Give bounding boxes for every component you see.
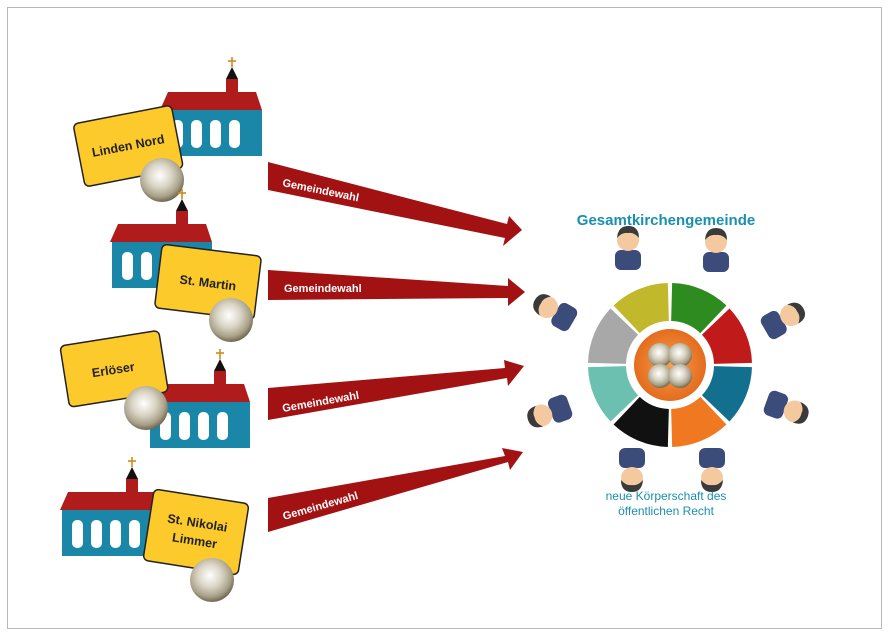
coin-icon — [668, 343, 692, 367]
arrow-icon — [268, 448, 523, 532]
arrow-icon — [268, 162, 522, 246]
community-circle — [523, 226, 813, 492]
church-st-nikolai-limmer: St. Nikolai Limmer — [59, 456, 250, 602]
coin-icon — [209, 298, 253, 342]
coin-icon — [668, 364, 692, 388]
target-title: Gesamtkirchengemeinde — [577, 212, 755, 229]
person-icon — [762, 389, 813, 429]
coin-icon — [648, 343, 672, 367]
election-arrow-2: Gemeindewahl — [268, 270, 525, 306]
target-subtitle-line2: öffentlichen Recht — [618, 504, 715, 518]
ring — [588, 283, 752, 447]
parish-name: Erlöser — [91, 360, 136, 381]
person-icon — [615, 226, 641, 270]
ring-segment — [701, 308, 752, 364]
arrow-label: Gemeindewahl — [284, 283, 362, 295]
coin-icon — [648, 364, 672, 388]
arrow-icon — [268, 360, 524, 420]
church-erloeser: Erlöser — [59, 330, 251, 449]
parish-name-line2: Limmer — [171, 530, 218, 551]
coin-icon — [124, 386, 168, 430]
ring-segment — [613, 283, 669, 334]
ring-segment — [701, 366, 752, 422]
parish-label-st-nikolai: St. Nikolai Limmer — [142, 488, 250, 576]
election-arrow-1: Gemeindewahl — [268, 162, 522, 246]
coin-icon — [190, 558, 234, 602]
person-icon — [699, 448, 725, 492]
arrow-icon — [268, 270, 525, 306]
parish-name: St. Martin — [179, 273, 237, 294]
ring-segment — [588, 366, 639, 422]
target-subtitle-line1: neue Körperschaft des — [606, 489, 727, 503]
ring-segment — [671, 283, 727, 334]
church-linden-nord: Linden Nord — [73, 56, 263, 202]
person-icon — [619, 448, 645, 492]
ring-segment — [671, 396, 727, 447]
church-st-martin: St. Martin — [109, 188, 262, 342]
coin-icon — [140, 158, 184, 202]
election-arrow-4: Gemeindewahl — [268, 448, 523, 532]
person-icon — [758, 296, 810, 342]
hub — [634, 329, 706, 401]
election-arrow-3: Gemeindewahl — [268, 360, 524, 420]
person-icon — [703, 228, 729, 272]
person-icon — [528, 288, 580, 334]
ring-segment — [613, 396, 669, 447]
ring-segment — [588, 308, 639, 364]
person-icon — [523, 393, 574, 433]
